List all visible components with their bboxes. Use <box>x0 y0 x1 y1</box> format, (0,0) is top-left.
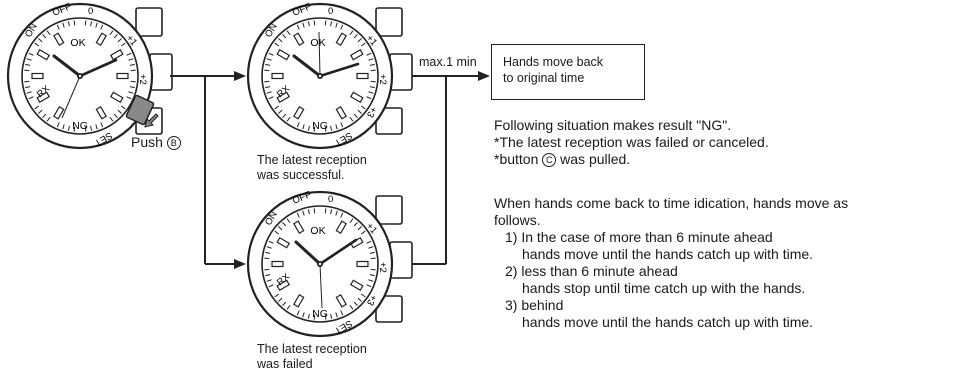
result-box: Hands move back to original time <box>491 44 645 100</box>
bezel-plus1-label: +1 <box>124 33 139 48</box>
success-caption: The latest reception was successful. <box>257 153 367 183</box>
arrowheads <box>234 71 490 269</box>
step-3-title: 3) behind <box>505 297 564 313</box>
fail-caption: The latest reception was failed <box>257 342 367 372</box>
max-time-label: max.1 min <box>419 55 477 69</box>
push-arrow-icon <box>144 113 159 128</box>
bezel-plus1-label: +1 <box>364 33 379 48</box>
button-c-symbol: C <box>542 153 557 167</box>
minute-hand <box>78 58 118 78</box>
step-1-detail: hands move until the hands catch up with… <box>522 246 814 262</box>
arrow-to-result-icon <box>478 71 490 81</box>
dial-ok-label: OK <box>310 37 325 49</box>
hour-hand <box>52 54 82 78</box>
second-hand-pointing-ok <box>318 31 321 77</box>
ng-item-1: *The latest reception was failed or canc… <box>494 134 769 150</box>
success-caption-line2: was successful. <box>257 168 345 182</box>
watch-initial: OK NG ON OFF 0 +1 +2 +3 SET RX <box>6 1 174 150</box>
bezel-plus3-label: +3 <box>364 293 379 308</box>
success-caption-line1: The latest reception <box>257 153 367 167</box>
step-2-detail: hands stop until time catch up with the … <box>522 280 806 296</box>
dial-ok-label: OK <box>70 37 85 49</box>
ng-item-2: *button C was pulled. <box>494 151 769 168</box>
step-1-title: 1) In the case of more than 6 minute ahe… <box>505 229 773 245</box>
flow-lines <box>170 75 480 265</box>
bezel-plus3-label: +3 <box>364 105 379 120</box>
hour-hand <box>294 240 322 266</box>
bezel-zero-label: 0 <box>88 6 93 17</box>
ng-intro: Following situation makes result "NG". <box>494 117 732 133</box>
ng-item-2-suffix: was pulled. <box>560 151 631 167</box>
arrow-to-failed-icon <box>234 259 246 269</box>
dial-ok-label: OK <box>310 225 325 237</box>
watch-success: OK NG ON OFF 0 +1 +2 +3 SET RX <box>246 1 414 150</box>
result-box-line2: to original time <box>503 71 585 85</box>
hour-hand <box>292 54 322 78</box>
para-line2: follows. <box>494 212 541 228</box>
second-hand <box>61 75 81 119</box>
step-2-title: 2) less than 6 minute ahead <box>505 263 678 279</box>
bezel-plus1-label: +1 <box>364 221 379 236</box>
bezel-zero-label: 0 <box>328 194 333 205</box>
para-line1: When hands come back to time idication, … <box>494 195 849 211</box>
arrow-to-success-icon <box>234 71 246 81</box>
push-button-b <box>125 94 155 126</box>
bezel-plus2-label: +2 <box>137 74 148 85</box>
bezel-zero-label: 0 <box>328 6 333 17</box>
hand-movement-notes: When hands come back to time idication, … <box>494 195 848 331</box>
bezel-plus2-label: +2 <box>377 74 388 85</box>
dial-ng-label: NG <box>312 308 328 320</box>
result-box-line1: Hands move back <box>503 55 604 69</box>
minute-hand <box>318 238 358 266</box>
ng-notes: Following situation makes result "NG". *… <box>494 117 769 168</box>
button-b-symbol: B <box>166 136 181 150</box>
watch-failed: OK NG ON OFF 0 +1 +2 +3 SET RX <box>246 189 414 338</box>
push-label: Push B <box>131 134 181 151</box>
dial-ng-label: NG <box>72 120 88 132</box>
step-3-detail: hands move until the hands catch up with… <box>522 314 814 330</box>
second-hand-pointing-ng <box>319 263 323 309</box>
minute-hand <box>318 62 360 78</box>
ng-item-2-prefix: *button <box>494 151 539 167</box>
fail-caption-line1: The latest reception <box>257 342 367 356</box>
dial-ng-label: NG <box>312 120 328 132</box>
push-text: Push <box>131 134 163 150</box>
bezel-plus2-label: +2 <box>377 262 388 273</box>
